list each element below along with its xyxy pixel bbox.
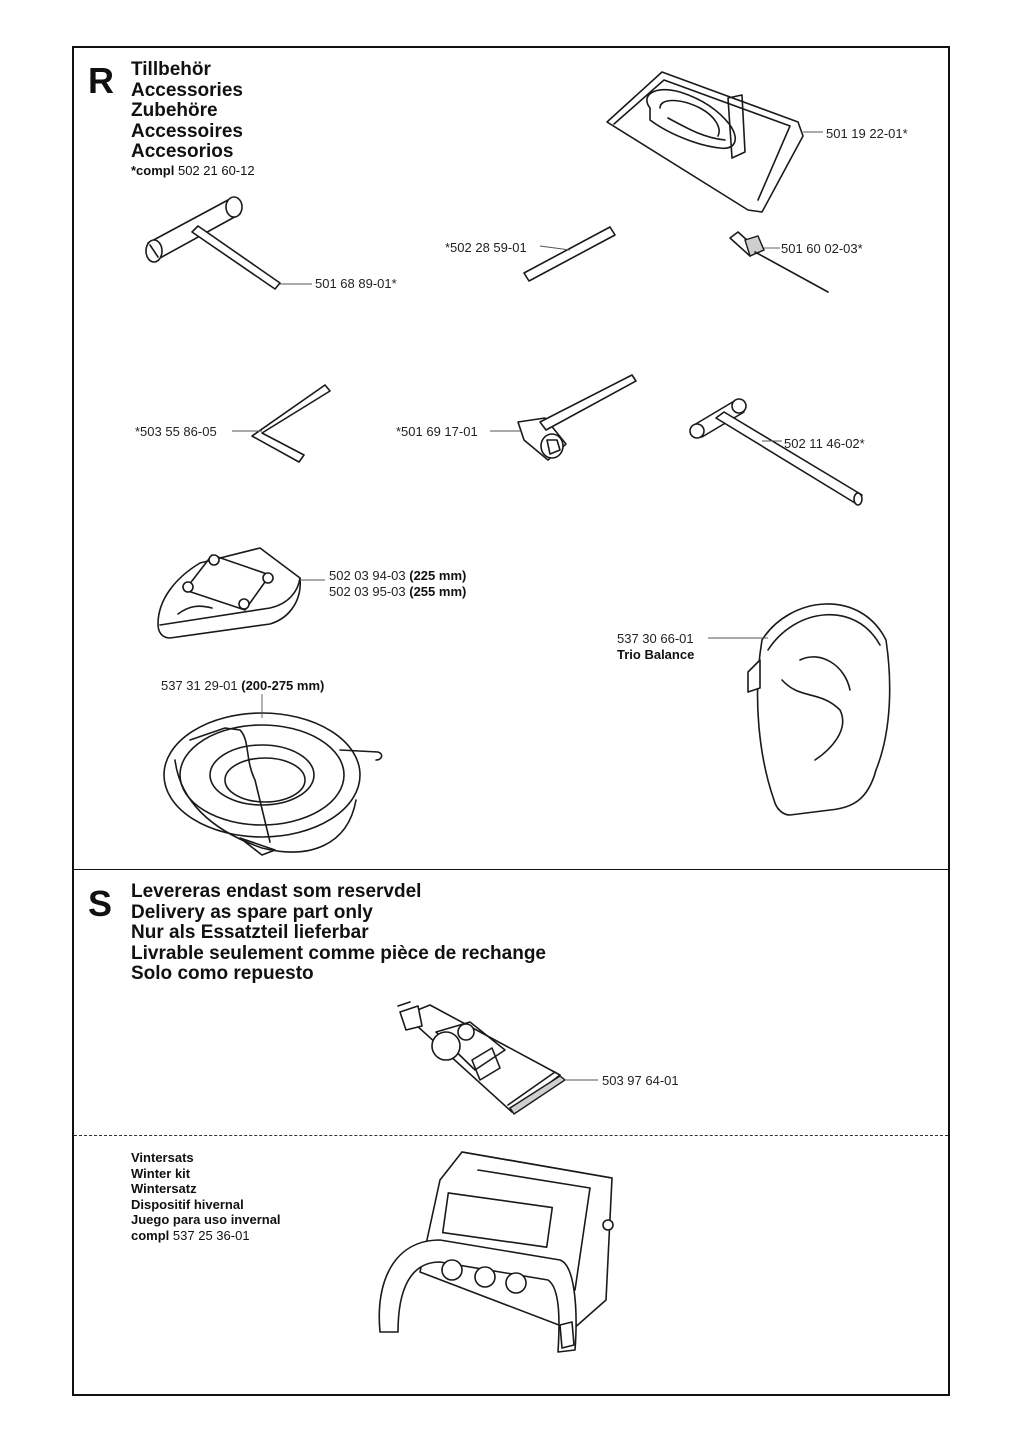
section-r-titles: Tillbehör Accessories Zubehöre Accessoir… <box>131 59 255 179</box>
allen-key-drawing <box>232 384 331 463</box>
compl-line: *compl 502 21 60-12 <box>131 163 255 179</box>
title-es: Accesorios <box>131 141 234 163</box>
section-letter-r: R <box>88 60 114 101</box>
part-size: (200-275 mm) <box>241 678 325 693</box>
grease-tube-drawing <box>397 1001 598 1115</box>
winter-kit-compl: compl 537 25 36-01 <box>131 1228 281 1244</box>
title-es: Solo como repuesto <box>131 963 314 985</box>
part-502-03-95-03: 502 03 95-03 (255 mm) <box>329 584 466 599</box>
title-sv: Tillbehör <box>131 59 211 80</box>
title-de: Nur als Essatzteil lieferbar <box>131 922 369 944</box>
combination-wrench-drawing <box>689 398 863 506</box>
guard-drawing <box>157 547 325 639</box>
part-502-11-46-02: 502 11 46-02* <box>784 436 865 451</box>
part-number: 502 03 95-03 <box>329 584 406 599</box>
compl-number: 502 21 60-12 <box>177 162 255 178</box>
section-letter-s: S <box>88 883 113 924</box>
grass-guard-drawing <box>163 694 383 856</box>
section-s-titles: Levereras endast som reservdel Delivery … <box>131 881 547 985</box>
title-fr: Livrable seulement comme pièce de rechan… <box>131 942 547 964</box>
title-sv: Vintersats <box>131 1150 194 1165</box>
compl-number: 537 25 36-01 <box>172 1227 250 1243</box>
part-503-55-86-05: *503 55 86-05 <box>135 424 217 439</box>
title-en: Accessories <box>131 79 243 101</box>
title-de: Zubehöre <box>131 100 218 122</box>
part-name-trio-balance: Trio Balance <box>617 647 695 662</box>
section-divider <box>72 869 950 870</box>
part-537-30-66-01: 537 30 66-01 <box>617 631 694 646</box>
subsection-divider <box>74 1135 948 1136</box>
t-wrench-drawing <box>145 196 312 290</box>
part-503-97-64-01: 503 97 64-01 <box>602 1073 679 1088</box>
socket-wrench-drawing <box>490 374 637 461</box>
part-501-19-22-01: 501 19 22-01* <box>826 126 908 141</box>
part-537-31-29-01: 537 31 29-01 (200-275 mm) <box>161 678 324 693</box>
part-number: 537 31 29-01 <box>161 678 238 693</box>
title-en: Winter kit <box>131 1165 191 1181</box>
screwdriver-drawing <box>729 231 829 293</box>
compl-label: *compl <box>131 162 175 178</box>
title-en: Delivery as spare part only <box>131 901 373 923</box>
part-number: 502 03 94-03 <box>329 568 406 583</box>
harness-drawing <box>606 71 823 213</box>
part-501-69-17-01: *501 69 17-01 <box>396 424 478 439</box>
winter-kit-drawing <box>378 1151 614 1353</box>
title-es: Juego para uso invernal <box>131 1212 281 1227</box>
rod-drawing <box>523 226 616 282</box>
compl-label: compl <box>131 1227 170 1243</box>
part-502-28-59-01: *502 28 59-01 <box>445 240 527 255</box>
title-sv: Levereras endast som reservdel <box>131 881 422 902</box>
part-502-03-94-03: 502 03 94-03 (225 mm) <box>329 568 466 583</box>
title-fr: Dispositif hivernal <box>131 1196 244 1212</box>
winter-kit-titles: Vintersats Winter kit Wintersatz Disposi… <box>131 1150 281 1243</box>
part-size: (255 mm) <box>409 584 467 599</box>
title-de: Wintersatz <box>131 1181 197 1196</box>
trio-balance-drawing <box>708 603 891 816</box>
part-size: (225 mm) <box>409 568 467 583</box>
title-fr: Accessoires <box>131 120 243 142</box>
part-501-60-02-03: 501 60 02-03* <box>781 241 863 256</box>
part-501-68-89-01: 501 68 89-01* <box>315 276 397 291</box>
page-frame <box>72 46 950 1396</box>
